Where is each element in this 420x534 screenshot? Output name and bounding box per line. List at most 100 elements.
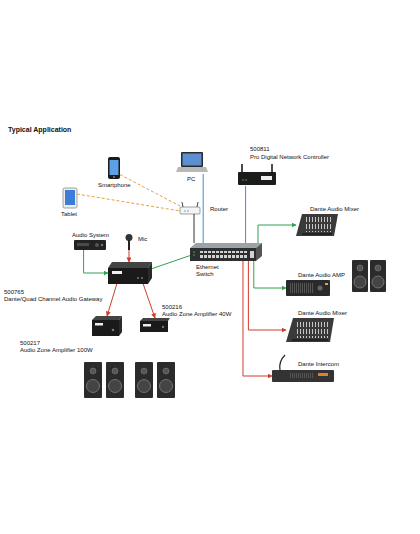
mixer-icon	[286, 318, 334, 342]
tablet-icon	[65, 190, 75, 205]
zone-amplifier-icon	[92, 320, 119, 336]
router-icon	[184, 210, 185, 211]
amplifier-icon	[318, 286, 323, 291]
controller-icon	[271, 164, 273, 173]
tablet-icon	[63, 188, 77, 208]
laptop-icon	[176, 152, 208, 172]
speaker-icon	[106, 362, 124, 398]
speaker-icon	[141, 368, 147, 374]
zone-amplifier-icon	[95, 323, 103, 326]
device-label: Mic	[138, 236, 147, 243]
switch-icon	[190, 243, 262, 248]
gateway-icon	[108, 268, 148, 284]
zone-amplifier-icon	[140, 321, 168, 332]
intercom-icon	[318, 373, 328, 376]
connector	[248, 261, 286, 330]
device-node: Ethernet Switch	[190, 243, 262, 261]
amplifier-icon	[286, 280, 330, 296]
connector	[243, 261, 272, 376]
device-label: Pro Digital Network Controller	[250, 154, 329, 161]
device-node: Audio System	[74, 240, 106, 250]
controller-icon	[242, 179, 244, 181]
device-label: Dante Audio Mixer	[298, 310, 347, 317]
device-label: Audio Zone Amplifier 40W	[162, 311, 231, 318]
mixer-icon	[295, 321, 328, 338]
intercom-icon	[290, 373, 314, 378]
device-label: 500811	[250, 146, 270, 153]
device-node: 500811Pro Digital Network Controller	[238, 166, 276, 186]
device-label: Dante Audio Mixer	[310, 206, 359, 213]
device-label: Dante Audio AMP	[298, 272, 345, 279]
mixer-icon	[296, 214, 338, 236]
connector	[194, 214, 195, 243]
smartphone-icon	[108, 157, 120, 179]
device-label: Audio Zone Amplifier 100W	[20, 347, 93, 354]
laptop-icon	[183, 154, 202, 166]
connector	[107, 284, 117, 316]
router-icon	[197, 202, 198, 207]
audio-system-icon	[74, 240, 106, 250]
connector	[128, 250, 129, 262]
switch-icon	[193, 251, 195, 253]
device-label: 500216	[162, 304, 182, 311]
laptop-icon	[176, 167, 208, 172]
zone-amplifier-icon	[92, 316, 122, 320]
amplifier-icon	[286, 280, 330, 296]
speaker-icon	[357, 265, 363, 271]
device-label: Audio System	[72, 232, 109, 239]
device-node: Dante Audio AMP	[286, 280, 330, 296]
zone-amplifier-icon	[140, 318, 170, 332]
intercom-icon	[272, 355, 334, 382]
device-label: Ethernet Switch	[196, 264, 226, 278]
device-node: Dante Audio Mixer	[286, 318, 334, 342]
switch-icon	[256, 243, 262, 261]
device-label: Smartphone	[98, 182, 131, 189]
controller-icon	[238, 164, 276, 185]
gateway-icon	[108, 262, 152, 268]
speaker-icon	[84, 362, 124, 398]
controller-icon	[241, 164, 243, 173]
device-node: 500765Dante/Quad Channel Audio Gateway	[108, 262, 152, 284]
audio-system-icon	[95, 243, 99, 247]
speaker-icon	[90, 368, 96, 374]
amplifier-icon	[289, 283, 313, 293]
gateway-icon	[148, 262, 152, 284]
zone-amplifier-icon	[162, 326, 164, 328]
zone-amplifier-icon	[140, 318, 170, 321]
router-icon	[182, 202, 183, 207]
laptop-icon	[181, 152, 203, 167]
intercom-icon	[272, 370, 334, 382]
router-icon	[180, 202, 200, 214]
device-node: Mic	[122, 234, 136, 250]
device-node: Dante Audio Mixer	[296, 214, 338, 236]
speaker-icon	[157, 362, 175, 398]
mixer-icon	[302, 233, 332, 235]
microphone-icon	[128, 240, 130, 250]
speaker-icon	[84, 362, 102, 398]
switch-icon	[200, 251, 248, 259]
zone-amplifier-icon	[119, 316, 122, 336]
device-node: 500217Audio Zone Amplifier 100W	[92, 316, 122, 336]
amplifier-icon	[325, 283, 328, 285]
connector	[203, 174, 204, 243]
device-node: Router	[180, 204, 200, 214]
device-node: Smartphone	[108, 157, 120, 179]
switch-icon	[250, 251, 254, 258]
gateway-icon	[108, 262, 152, 284]
controller-icon	[261, 176, 272, 180]
audio-system-icon	[77, 243, 89, 246]
zone-amplifier-icon	[92, 316, 122, 336]
device-label: 500217	[20, 340, 40, 347]
controller-icon	[245, 179, 247, 181]
device-label: Tablet	[61, 211, 77, 218]
mixer-icon	[296, 214, 338, 236]
tablet-icon	[63, 188, 77, 208]
smartphone-icon	[110, 160, 119, 175]
speaker-icon	[87, 380, 100, 393]
mixer-icon	[292, 339, 328, 341]
speaker-icon	[375, 265, 381, 271]
connector	[245, 186, 246, 243]
router-icon	[180, 207, 200, 214]
connector	[254, 261, 286, 288]
